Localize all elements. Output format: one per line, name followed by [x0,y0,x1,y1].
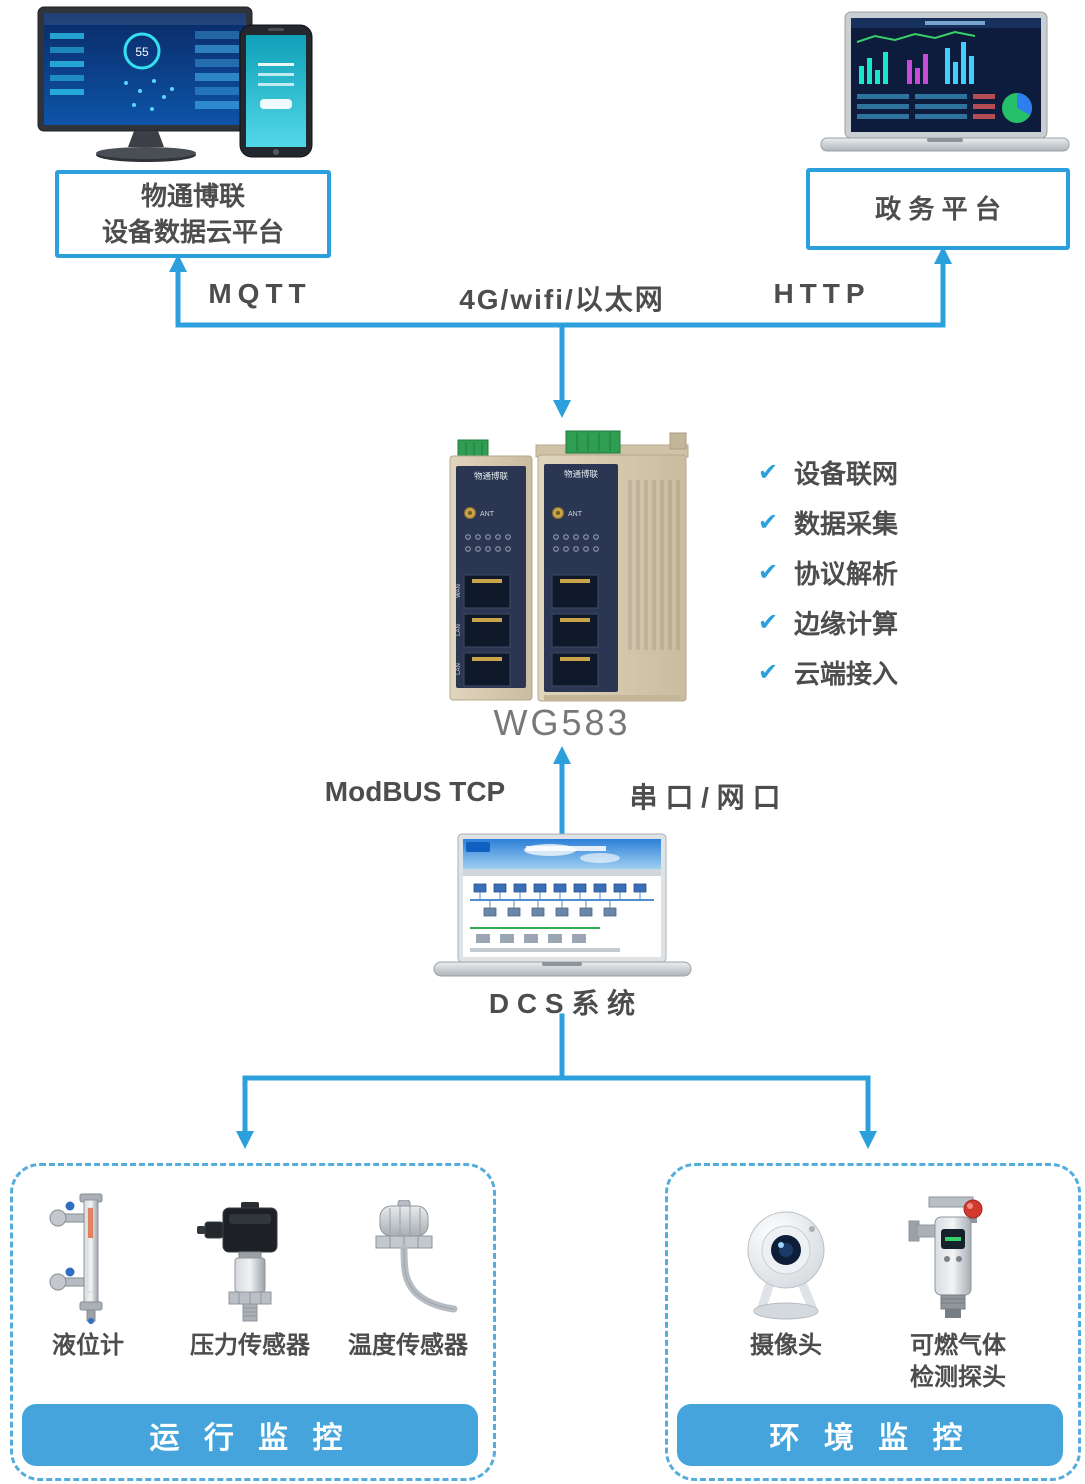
temperature-sensor-label: 温度传感器 [348,1332,468,1359]
gateway-feature-list: ✔ 设备联网 ✔ 数据采集 ✔ 协议解析 ✔ 边缘计算 ✔ 云端接入 [758,455,978,705]
environment-monitoring-banner: 环 境 监 控 [677,1404,1063,1466]
level-gauge-icon [49,1193,103,1324]
dcs-graphic [430,832,695,980]
link-label-http: HTTP [773,278,871,309]
operation-banner-label: 运 行 监 控 [149,1422,351,1455]
gov-platform-name: 政 务 平 台 [875,193,1001,224]
camera-label: 摄像头 [750,1332,822,1359]
dashboard-gauge-value: 55 [135,45,149,59]
gas-detector-label-line2: 检测探头 [910,1364,1006,1392]
level-gauge-label: 液位计 [52,1332,124,1359]
monitor-phone-icon: 55 [37,6,313,162]
feature-label: 协议解析 [794,558,899,589]
check-icon: ✔ [758,508,779,536]
gateway-port-label: LAN [456,624,462,636]
level-gauge-image [40,1190,140,1325]
cloud-platform-name-line1: 物通博联 [140,180,245,211]
gov-platform-graphic [815,8,1075,160]
feature-label: 数据采集 [794,508,899,539]
check-icon: ✔ [758,558,779,586]
environment-banner-label: 环 境 监 控 [769,1422,971,1455]
cloud-platform-graphic: 55 [30,5,320,170]
cloud-platform-label-box: 物通博联 设备数据云平台 [55,170,331,258]
gateway-ant-label-right: ANT [568,511,583,518]
camera-icon [747,1211,825,1320]
feature-label: 边缘计算 [794,608,899,639]
pressure-sensor-label: 压力传感器 [190,1332,310,1359]
gateway-devices-icon: 物通博联 ANT WAN LAN LAN [449,430,689,702]
camera-image [730,1205,845,1325]
gateway-brand-left: 物通博联 [474,471,509,481]
link-label-serial: 串 口 / 网 口 [629,782,781,813]
gateway-graphic: 物通博联 ANT WAN LAN LAN [440,425,690,710]
feature-item: ✔ 边缘计算 [758,605,978,639]
check-icon: ✔ [758,458,779,486]
feature-item: ✔ 协议解析 [758,555,978,589]
check-icon: ✔ [758,658,779,686]
pressure-sensor-icon [197,1202,278,1322]
link-label-network: 4G/wifi/以太网 [459,284,665,315]
link-label-modbus: ModBUS TCP [324,776,506,807]
gateway-port-label: LAN [456,663,462,675]
feature-item: ✔ 数据采集 [758,505,978,539]
gas-detector-image [895,1195,1020,1325]
link-label-mqtt: MQTT [208,278,312,309]
check-icon: ✔ [758,608,779,636]
feature-label: 云端接入 [794,658,899,689]
laptop-dashboard-icon [820,11,1070,152]
feature-item: ✔ 设备联网 [758,455,978,489]
temperature-sensor-image [350,1199,470,1325]
gateway-model-label: WG583 [493,702,631,743]
operation-monitoring-banner: 运 行 监 控 [22,1404,478,1466]
feature-label: 设备联网 [794,458,899,489]
feature-item: ✔ 云端接入 [758,655,978,689]
cloud-platform-name-line2: 设备数据云平台 [101,217,284,247]
dcs-system-label: D C S 系 统 [488,988,636,1019]
gateway-port-label: WAN [456,584,462,598]
gateway-ant-label-left: ANT [480,511,495,518]
gas-detector-icon [908,1196,983,1318]
temperature-sensor-icon [375,1199,458,1313]
gov-platform-label-box: 政 务 平 台 [806,168,1070,250]
pressure-sensor-image [195,1200,305,1325]
gateway-brand-right: 物通博联 [564,469,599,479]
gas-detector-label: 可燃气体 检测探头 [888,1330,1028,1395]
dcs-laptop-icon [433,833,692,977]
gas-detector-label-line1: 可燃气体 [910,1332,1006,1359]
